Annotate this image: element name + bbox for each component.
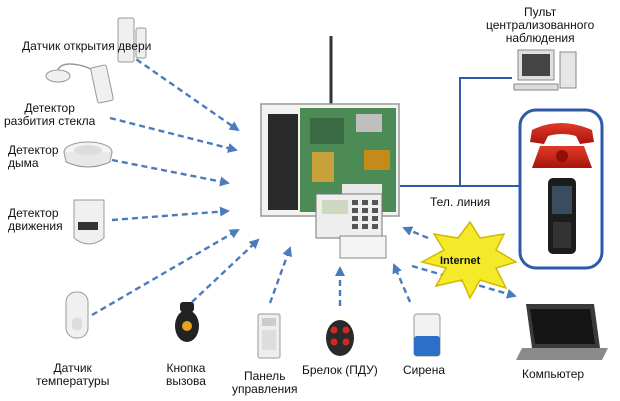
- arrow-glass-break: [109, 116, 238, 153]
- monitoring-station-icon: [513, 49, 577, 91]
- keyfob-icon: [326, 320, 354, 356]
- mobile-phone-icon: [548, 178, 576, 254]
- keyfob-label: Брелок (ПДУ): [302, 363, 378, 377]
- computer-label: Компьютер: [522, 367, 585, 381]
- door-sensor-label: Датчик открытия двери: [22, 39, 152, 53]
- phone-line: [400, 77, 604, 270]
- temperature-sensor-label: Датчик температуры: [36, 361, 110, 388]
- siren-icon: [413, 313, 441, 357]
- arrow-smoke: [111, 158, 230, 187]
- control-panel-keypad-icon: [257, 313, 281, 359]
- laptop-icon: [516, 304, 608, 360]
- glass-break-detector-icon: [45, 63, 114, 104]
- arrow-internet-panel: [402, 226, 429, 240]
- monitoring-station-label: Пульт централизованного наблюдения: [486, 5, 595, 45]
- call-button-icon: [175, 302, 199, 342]
- smoke-detector-label: Детектор дыма: [8, 143, 59, 170]
- siren-label: Сирена: [403, 363, 446, 377]
- internet-burst: [419, 220, 518, 300]
- arrow-call-button: [191, 238, 260, 303]
- control-panel-label: Панель управления: [232, 369, 298, 396]
- internet-label: Internet: [440, 255, 481, 267]
- arrow-control-panel: [268, 246, 292, 304]
- smoke-detector-icon: [63, 141, 113, 168]
- arrow-door-sensor: [119, 47, 240, 132]
- call-button-label: Кнопка вызова: [166, 361, 206, 388]
- motion-detector-icon: [73, 199, 105, 245]
- landline-phone-icon: [530, 123, 594, 168]
- central-control-unit: [260, 36, 400, 259]
- phone-devices-box: [518, 108, 604, 270]
- phone-line-label: Тел. линия: [430, 195, 491, 209]
- temperature-sensor-icon: [65, 291, 89, 339]
- motion-detector-label: Детектор движения: [8, 206, 63, 233]
- glass-break-label: Детектор разбития стекла: [4, 101, 96, 128]
- door-sensor-icon: [117, 17, 147, 63]
- arrow-temperature: [91, 228, 240, 317]
- arrow-motion: [111, 206, 230, 222]
- arrow-siren: [392, 263, 412, 303]
